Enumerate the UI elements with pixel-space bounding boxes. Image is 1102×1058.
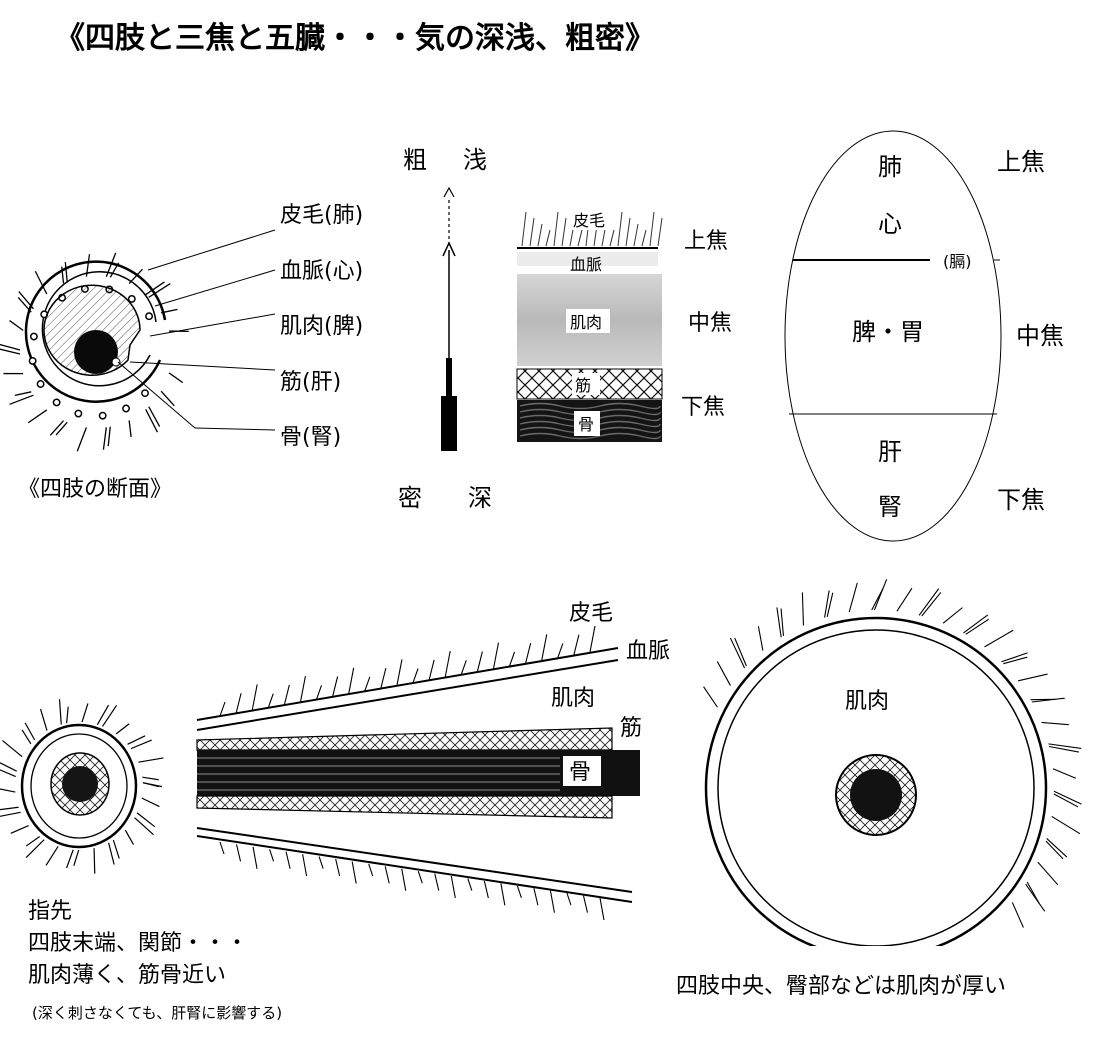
fingertip-line-1: 指先 <box>28 899 72 924</box>
thick-label-muscle: 肌肉 <box>845 689 889 714</box>
organ-lung: 肺 <box>878 153 902 181</box>
fingertip-line-3: 肌肉薄く、筋骨近い <box>28 963 226 988</box>
cs-label-skin: 皮毛(肺) <box>280 203 363 228</box>
layer-label-tendon: 筋 <box>575 376 591 395</box>
fingertip-line-2: 四肢末端、関節・・・ <box>28 931 248 956</box>
long-label-muscle: 肌肉 <box>551 686 595 711</box>
page-title: 《四肢と三焦と五臓・・・気の深浅、粗密》 <box>55 21 655 56</box>
organ-spleen-stomach: 脾・胃 <box>852 318 924 346</box>
limb-cross-section: 皮毛(肺) 血脈(心) 肌肉(脾) 筋(肝) 骨(腎) 《四肢の断面》 <box>0 203 363 502</box>
organ-heart: 心 <box>878 210 902 238</box>
limb-longitudinal-section: 骨 皮毛 血脈 肌肉 筋 <box>196 601 670 921</box>
long-label-tendon: 筋 <box>620 716 642 741</box>
axis-bottom-deep: 深 <box>468 484 492 512</box>
layer-stack: 皮毛 血脈 肌肉 筋 骨 上焦 中焦 下焦 <box>516 208 732 442</box>
cs-label-bone: 骨(腎) <box>280 425 341 450</box>
layer-burner-upper: 上焦 <box>684 229 728 254</box>
axis-top-coarse: 粗 <box>403 146 427 174</box>
cs-label-tendon: 筋(肝) <box>280 370 341 395</box>
depth-axis: 粗 浅 密 深 <box>398 146 492 512</box>
layer-label-muscle: 肌肉 <box>570 313 602 332</box>
body-oval: 肺 心 (膈) 脾・胃 肝 腎 上焦 中焦 下焦 <box>784 130 1064 542</box>
layer-burner-middle: 中焦 <box>688 311 732 336</box>
fingertip-cross-section: 指先 四肢末端、関節・・・ 肌肉薄く、筋骨近い (深く刺さなくても、肝腎に影響す… <box>0 699 282 1022</box>
layer-label-bone: 骨 <box>578 415 594 434</box>
oval-burner-upper: 上焦 <box>997 148 1045 176</box>
organ-liver: 肝 <box>878 438 902 466</box>
torso-outline <box>784 130 1002 542</box>
cs-caption: 《四肢の断面》 <box>18 477 172 502</box>
axis-top-shallow: 浅 <box>463 146 487 174</box>
thick-caption: 四肢中央、臀部などは肌肉が厚い <box>676 974 1006 999</box>
organ-diaphragm: (膈) <box>943 252 972 271</box>
organ-kidney: 腎 <box>878 493 902 521</box>
oval-burner-lower: 下焦 <box>997 486 1045 514</box>
layer-label-vessel: 血脈 <box>570 255 602 274</box>
fingertip-note: (深く刺さなくても、肝腎に影響する) <box>32 1004 282 1022</box>
long-label-vessel: 血脈 <box>626 639 670 664</box>
long-label-bone: 骨 <box>569 760 591 785</box>
axis-dense-bar <box>441 396 457 451</box>
thick-limb-cross-section: 肌肉 四肢中央、臀部などは肌肉が厚い <box>676 579 1082 999</box>
oval-burner-middle: 中焦 <box>1016 322 1064 350</box>
vessel-band <box>517 252 658 266</box>
long-label-skin: 皮毛 <box>569 601 613 626</box>
layer-burner-lower: 下焦 <box>681 395 725 420</box>
bone-core <box>74 330 118 374</box>
cs-label-muscle: 肌肉(脾) <box>280 314 363 339</box>
cs-label-vessel: 血脈(心) <box>280 259 363 284</box>
layer-label-skin: 皮毛 <box>573 211 605 230</box>
axis-bottom-dense: 密 <box>398 484 422 512</box>
